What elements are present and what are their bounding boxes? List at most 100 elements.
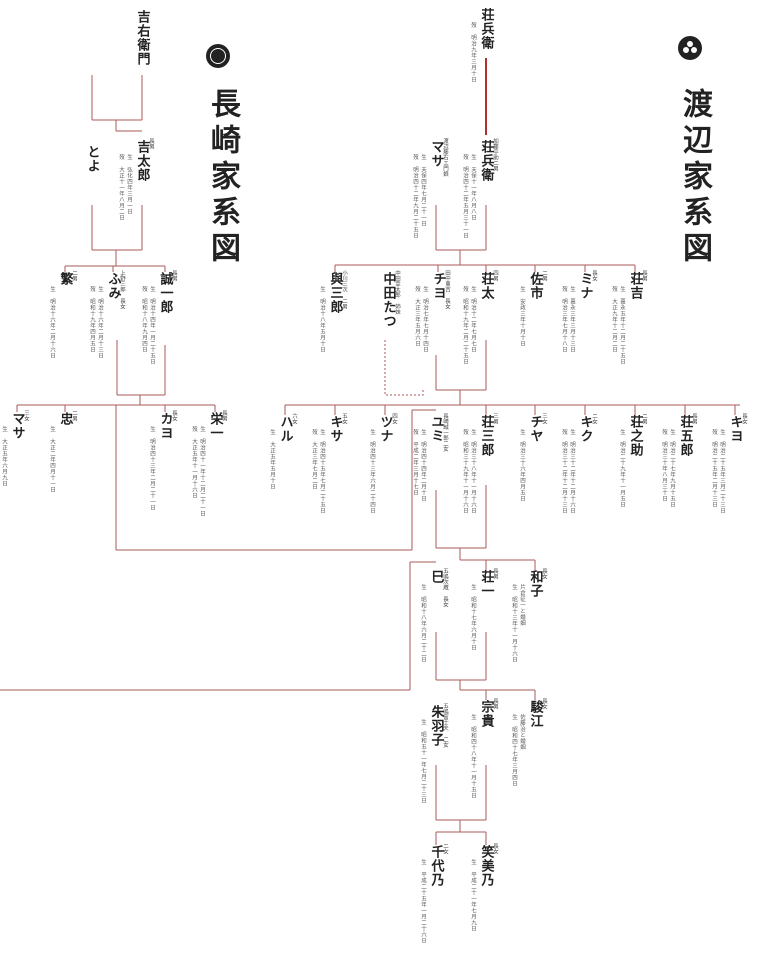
person-name: 與三郎 [327, 272, 343, 314]
person-detail: 生 安政三年十月十日 [519, 286, 525, 347]
person-relation: 二男 [71, 410, 77, 421]
person-detail: 生 大正五年六月九日 [1, 426, 7, 487]
person-detail: 歿 昭和十八年九月四日 [141, 286, 147, 353]
person-detail: 生 明治十六年二月十六日 [49, 286, 55, 359]
watanabe-family-crest-icon [678, 36, 702, 60]
person-name: 荘吉 [627, 272, 643, 300]
person-detail: 生 大正二年四月十一日 [49, 426, 55, 493]
person-name: キヨ [727, 415, 743, 443]
person-detail: 生 昭和五十一年七月二十三日 [420, 719, 426, 804]
person-relation: 四女 [391, 413, 397, 424]
person-relation: 長男 [171, 270, 177, 281]
person-name: 吉太郎 [134, 140, 150, 182]
person-detail: 生 昭和十三年十一月十六日 [511, 584, 517, 663]
person-detail: 生 明治二十五年三月二十三日 [719, 429, 725, 514]
person-detail: 生 明治十六年二月十三日 [97, 286, 103, 359]
person-detail: 生 明治四十三年二月二十一日 [149, 426, 155, 511]
person-relation: 五嶋富士夫 二女 [442, 703, 448, 748]
person-name: ミナ [577, 272, 593, 300]
person-name: ふみ [105, 272, 121, 300]
person-name: 巳 [428, 570, 444, 584]
person-detail: 佐藤治と婚姻 [519, 714, 525, 750]
person-detail: 歿 明治三年七月十八日 [561, 286, 567, 353]
person-detail: 生 弘化四年三月一日 [126, 154, 132, 215]
person-detail: 生 明治二十九年十一月五日 [619, 429, 625, 508]
person-name: 荘兵衛 [478, 8, 494, 50]
person-relation: 四男 [492, 270, 498, 281]
person-name: 和子 [527, 570, 543, 598]
person-relation: 上野三郎 長女 [119, 270, 125, 309]
person-relation: 三女 [541, 413, 547, 424]
person-relation: 長男 [492, 698, 498, 709]
person-detail: 歿 明治三十年八月三十日 [661, 429, 667, 502]
person-relation: 長女 [541, 698, 547, 709]
person-name: 荘一 [478, 570, 494, 598]
person-name: 繁 [57, 272, 73, 286]
person-name: ツナ [377, 415, 393, 443]
nagasaki-family-crest-icon [206, 44, 230, 68]
person-name: 笑美乃 [478, 845, 494, 887]
person-detail: 歿 明治四十二年五月三十一日 [462, 154, 468, 239]
person-name: マサ [9, 412, 25, 440]
person-relation: 長男 [641, 270, 647, 281]
person-detail: 歿 昭和十九年四月五日 [89, 286, 95, 353]
person-name: 誠一郎 [157, 272, 173, 314]
person-relation: 長女 [741, 413, 747, 424]
person-name: チヨ [430, 272, 446, 300]
person-name: ハル [277, 415, 293, 443]
person-relation: 二女 [591, 413, 597, 424]
person-detail: 生 明治四十一年十二月二十一日 [199, 426, 205, 517]
person-name: 荘三郎 [478, 415, 494, 457]
person-detail: 生 昭和十七年六月十日 [470, 584, 476, 651]
person-detail: 生 明治二十七年九月十五日 [669, 429, 675, 508]
person-name: 駿江 [527, 700, 543, 728]
person-name: 荘之助 [627, 415, 643, 457]
person-relation: 長女 [492, 843, 498, 854]
person-detail: 生 明治三十二年十二月十六日 [569, 429, 575, 514]
person-detail: 歿 平成二年三月十七日 [412, 429, 418, 496]
person-relation: 小川三次 二男 [341, 270, 347, 309]
person-name: 佐市 [527, 272, 543, 300]
person-detail: 生 昭和四十八年十一月十五日 [470, 714, 476, 799]
person-detail: 歿 大正三年五月六日 [414, 286, 420, 347]
person-detail: 生 明治十八年五月十日 [319, 286, 325, 353]
person-relation: 六女 [291, 413, 297, 424]
person-relation: 長男 [691, 413, 697, 424]
person-detail: 生 明治三十六年四月五日 [519, 429, 525, 502]
person-detail: 歿 大正三年七月二日 [311, 429, 317, 490]
nagasaki-family-title: 長崎家系図 [205, 88, 240, 268]
person-relation: 長男 [221, 410, 227, 421]
person-detail: 生 昭和四十七年三月四日 [511, 714, 517, 787]
person-name: ユミ [428, 415, 444, 443]
person-name: 荘五郎 [677, 415, 693, 457]
person-relation: 長女 [591, 270, 597, 281]
person-detail: 歿 昭和三十九年十一月十六日 [462, 429, 468, 514]
person-detail: 生 明治十四年一月二十五日 [149, 286, 155, 365]
person-name: 中田たつ [380, 272, 396, 328]
person-name: とよ [84, 145, 100, 173]
person-relation: 渡辺藤右エ門娘 [442, 138, 448, 177]
person-name: マサ [428, 140, 444, 168]
person-detail: 歿 大正五年十一月十六日 [191, 426, 197, 499]
person-relation: 田中東吉 長女 [444, 270, 450, 309]
person-name: 栄一 [207, 412, 223, 440]
person-detail: 生 天保四年七月二十一日 [420, 154, 426, 227]
person-name: 荘太 [478, 272, 494, 300]
person-name: カヨ [157, 412, 173, 440]
person-relation: 中田幸太郎 姉妹 [394, 270, 400, 315]
person-detail: 歿 明治四十二年九月二十五日 [412, 154, 418, 239]
person-relation: 長男 [492, 568, 498, 579]
person-name: チヤ [527, 415, 543, 443]
person-name: 千代乃 [428, 845, 444, 887]
person-name: 宗貴 [478, 700, 494, 728]
person-relation: 長女 [171, 410, 177, 421]
watanabe-family-title: 渡辺家系図 [677, 88, 712, 268]
person-detail: 生 明治三十八年十一月十六日 [470, 429, 476, 514]
person-relation: 二女 [442, 843, 448, 854]
person-relation: 五嶋次蔵 長女 [442, 568, 448, 607]
person-detail: 生 明治七年七月十四日 [422, 286, 428, 353]
person-detail: 生 嘉永五年十二月二十五日 [619, 286, 625, 365]
person-name: キサ [327, 415, 343, 443]
